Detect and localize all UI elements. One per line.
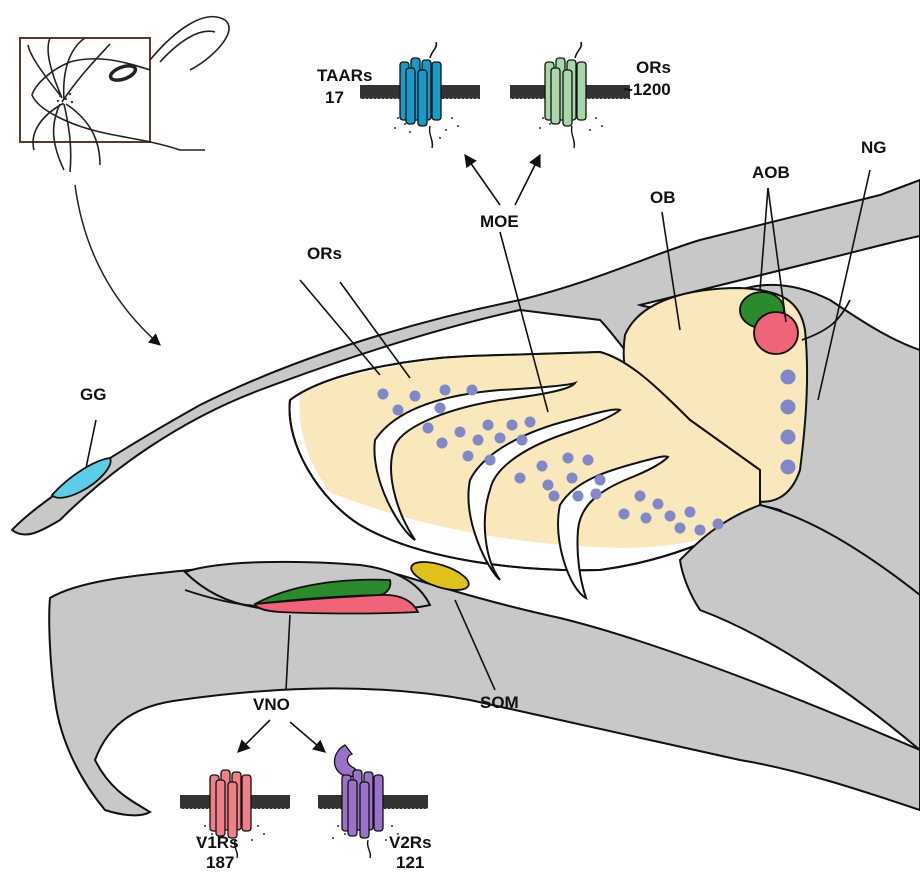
aob-label: AOB	[752, 163, 790, 183]
zoom-arrow	[75, 185, 160, 345]
v2rs-label: V2Rs	[389, 833, 432, 853]
som-label: SOM	[480, 693, 519, 713]
taars-label: TAARs	[317, 66, 372, 86]
ob-label: OB	[650, 188, 676, 208]
ng-label: NG	[861, 138, 887, 158]
gg-label: GG	[80, 385, 106, 405]
ors-top-label: ORs	[636, 58, 671, 78]
ors-region-label: ORs	[307, 244, 342, 264]
or-receptor-icon	[510, 42, 630, 148]
taars-count: 17	[325, 88, 344, 108]
ors-count: ~1200	[623, 80, 671, 100]
v2rs-count: 121	[396, 853, 424, 873]
v1rs-count: 187	[206, 853, 234, 873]
mouse-head-icon	[20, 17, 229, 172]
taar-receptor-icon	[360, 42, 480, 148]
v1rs-label: V1Rs	[196, 833, 239, 853]
vno-label: VNO	[253, 695, 290, 715]
moe-label: MOE	[480, 212, 519, 232]
